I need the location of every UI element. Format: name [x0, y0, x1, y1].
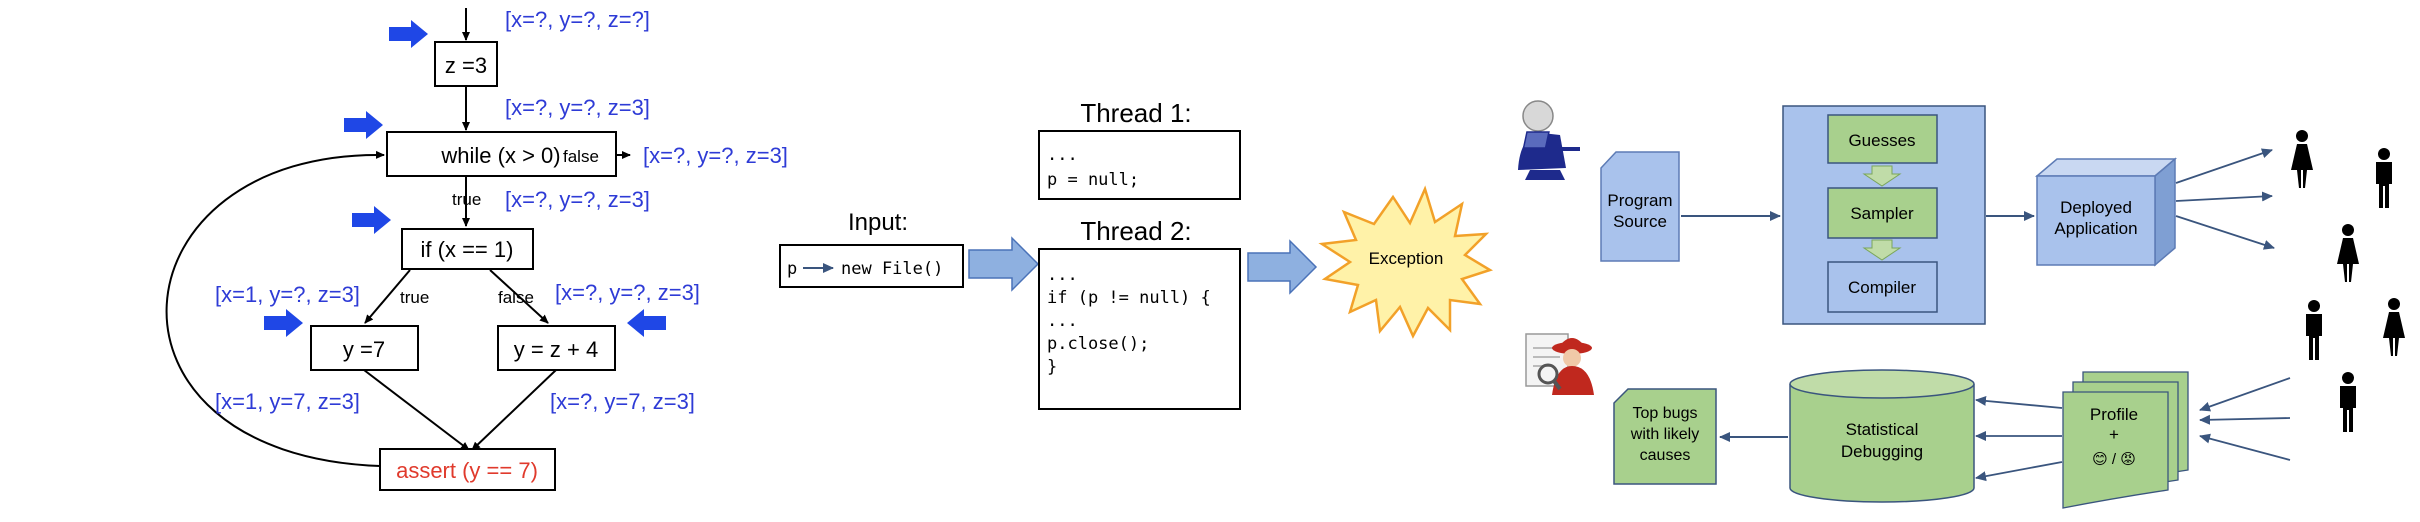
detective-magnifier-icon	[1525, 333, 1594, 395]
node-while	[386, 131, 617, 177]
pointer-arrow-icon	[389, 20, 428, 48]
node-if-label: if (x == 1)	[421, 237, 514, 262]
edge-y7-to-assert	[363, 369, 470, 451]
input-p: p	[787, 259, 797, 279]
node-z3-label: z =3	[445, 53, 487, 78]
threads-panel: Input: p new File() Thread 1: ... p = nu…	[779, 98, 1494, 410]
sampler-box	[1827, 187, 1938, 239]
down-arrow-icon	[1862, 165, 1902, 187]
input-box	[779, 244, 964, 288]
thread2-line: ...	[1047, 311, 1078, 331]
deployed-application-box	[2034, 157, 2178, 267]
node-z3	[434, 41, 498, 87]
state-if-false: [x=?, y=?, z=3]	[555, 280, 700, 305]
developer-at-laptop-icon	[1518, 100, 1580, 180]
stat-debug-label: Statistical	[1846, 420, 1919, 439]
arrow-profile-to-debugger	[1975, 461, 2063, 482]
profile-faces: 😊 / 😡	[2092, 451, 2136, 468]
person-icon	[2383, 298, 2405, 356]
person-icon	[2340, 372, 2356, 432]
state-if-true: [x=1, y=?, z=3]	[215, 282, 360, 307]
profile-label: +	[2109, 425, 2119, 444]
pointer-arrow-icon	[627, 309, 666, 337]
edge-loop-back	[165, 150, 385, 467]
block-arrow-icon	[1247, 239, 1318, 295]
thread2-title: Thread 2:	[1080, 216, 1191, 246]
profile-label: Profile	[2090, 405, 2138, 424]
compiler-label: Compiler	[1848, 278, 1916, 297]
users-group	[2291, 130, 2405, 432]
program-source-box	[1600, 151, 1680, 262]
thread1-line: ...	[1047, 145, 1078, 165]
node-while-label: while (x > 0)	[440, 143, 560, 168]
cfg-panel: z =3 while (x > 0) if (x == 1) y =7 y = …	[165, 7, 788, 491]
top-bugs-label: causes	[1640, 447, 1691, 464]
thread2-line: ...	[1047, 265, 1078, 285]
edge-label-if-false: false	[498, 288, 534, 307]
top-bugs-box	[1613, 388, 1717, 485]
thread2-box	[1038, 248, 1241, 410]
person-icon	[2306, 300, 2322, 360]
guesses-box	[1827, 114, 1938, 164]
arrow-user-to-profile	[2199, 377, 2291, 412]
deployed-label: Application	[2054, 219, 2137, 238]
state-after-z: [x=?, y=?, z=3]	[505, 95, 650, 120]
deployed-label: Deployed	[2060, 198, 2132, 217]
node-y7	[310, 325, 419, 371]
thread2-line: if (p != null) {	[1047, 288, 1211, 308]
arrow-user-to-profile	[2199, 414, 2291, 425]
thread1-box	[1038, 130, 1241, 200]
exception-label: Exception	[1369, 249, 1444, 268]
edge-if-false	[489, 269, 549, 324]
edge-label-false: false	[563, 147, 599, 166]
arrow-user-to-profile	[2199, 433, 2291, 461]
input-value: new File()	[841, 259, 943, 279]
thread1-line: p = null;	[1047, 170, 1139, 190]
exception-burst	[1318, 185, 1494, 339]
state-while-true: [x=?, y=?, z=3]	[505, 187, 650, 212]
pointer-arrow-icon	[344, 111, 383, 139]
node-yz4	[497, 325, 616, 371]
arrow-to-user	[2175, 215, 2275, 250]
thread2-line: p.close();	[1047, 334, 1149, 354]
state-while-false: [x=?, y=?, z=3]	[643, 143, 788, 168]
block-arrow-icon	[968, 236, 1040, 292]
profile-stack	[2062, 371, 2189, 509]
compiler-box	[1827, 261, 1938, 313]
guesses-label: Guesses	[1848, 131, 1915, 150]
thread2-line: }	[1047, 357, 1057, 377]
node-yz4-label: y = z + 4	[514, 337, 598, 362]
sampler-label: Sampler	[1850, 204, 1914, 223]
top-bugs-label: with likely	[1630, 426, 1699, 443]
edge-label-if-true: true	[400, 288, 429, 307]
edge-label-true: true	[452, 190, 481, 209]
node-assert	[379, 448, 556, 491]
person-icon	[2291, 130, 2313, 188]
person-icon	[2337, 224, 2359, 282]
pipeline-panel: Program Source Guesses Sampler Compiler …	[1518, 100, 2405, 509]
arrow-to-user	[2175, 148, 2273, 184]
state-after-y7: [x=1, y=7, z=3]	[215, 389, 360, 414]
input-label: Input:	[848, 209, 908, 236]
pointer-arrow-icon	[264, 309, 303, 337]
pointer-arrow-icon	[352, 206, 391, 234]
stat-debug-label: Debugging	[1841, 442, 1923, 461]
state-top: [x=?, y=?, z=?]	[505, 7, 650, 32]
top-bugs-label: Top bugs	[1633, 405, 1698, 422]
edge-if-true	[364, 269, 411, 324]
node-if	[401, 228, 534, 270]
edge-yz4-to-assert	[471, 369, 557, 451]
node-assert-label: assert (y == 7)	[396, 458, 538, 483]
person-icon	[2376, 148, 2392, 208]
statistical-debugging-cylinder	[1789, 369, 1975, 503]
arrow-to-user	[2175, 191, 2273, 202]
node-y7-label: y =7	[343, 337, 385, 362]
program-source-label: Source	[1613, 212, 1667, 231]
program-source-label: Program	[1607, 191, 1672, 210]
arrow-profile-to-debugger	[1975, 395, 2063, 409]
down-arrow-icon	[1862, 239, 1902, 261]
thread1-title: Thread 1:	[1080, 98, 1191, 128]
state-after-yz4: [x=?, y=7, z=3]	[550, 389, 695, 414]
